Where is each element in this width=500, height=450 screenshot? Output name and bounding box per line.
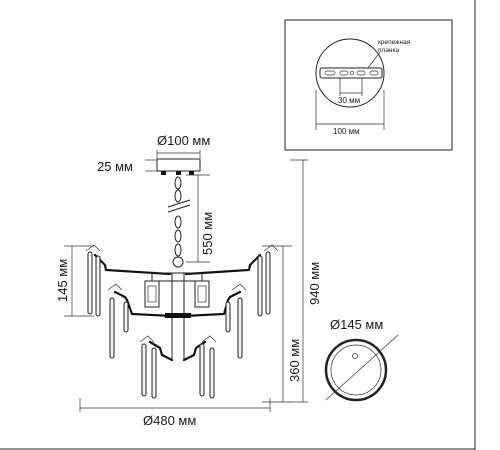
bracket-label-1: крепежная (378, 39, 411, 46)
canopy-height-label: 25 мм (97, 159, 133, 174)
chandelier-body (85, 244, 279, 362)
ceiling-canopy (156, 158, 201, 172)
lamp-right (194, 280, 210, 308)
mounting-plate-inset: крепежная планка 30 мм 100 мм (284, 19, 453, 151)
bottom-diameter-label: Ø145 мм (330, 317, 383, 332)
body-height-dimension: 360 мм (262, 245, 302, 403)
total-height-dimension: 940 мм (290, 159, 322, 403)
body-height-label: 360 мм (287, 339, 302, 382)
suspension-chain (167, 176, 191, 268)
tier-height-dimension: 145 мм (55, 245, 94, 317)
canopy-dimensions: Ø100 мм 25 мм (97, 133, 210, 174)
chain-length-label: 550 мм (200, 212, 215, 255)
crystal-pendants (87, 251, 271, 399)
mounting-bracket (319, 67, 383, 79)
top-diameter-label: Ø100 мм (157, 133, 210, 148)
bracket-label-2: планка (378, 47, 400, 54)
width-label: Ø480 мм (143, 413, 196, 428)
tier-height-label: 145 мм (55, 259, 70, 302)
bottom-ring-detail: Ø145 мм (324, 317, 399, 402)
hole-spacing-dim: 30 мм (338, 96, 360, 105)
plate-width-dim: 100 мм (333, 127, 360, 136)
width-dimension: Ø480 мм (79, 398, 271, 428)
plate-circle (315, 38, 385, 108)
chain-length-dimension: 550 мм (186, 174, 215, 263)
total-height-label: 940 мм (307, 262, 322, 305)
lamp-left (144, 280, 160, 308)
